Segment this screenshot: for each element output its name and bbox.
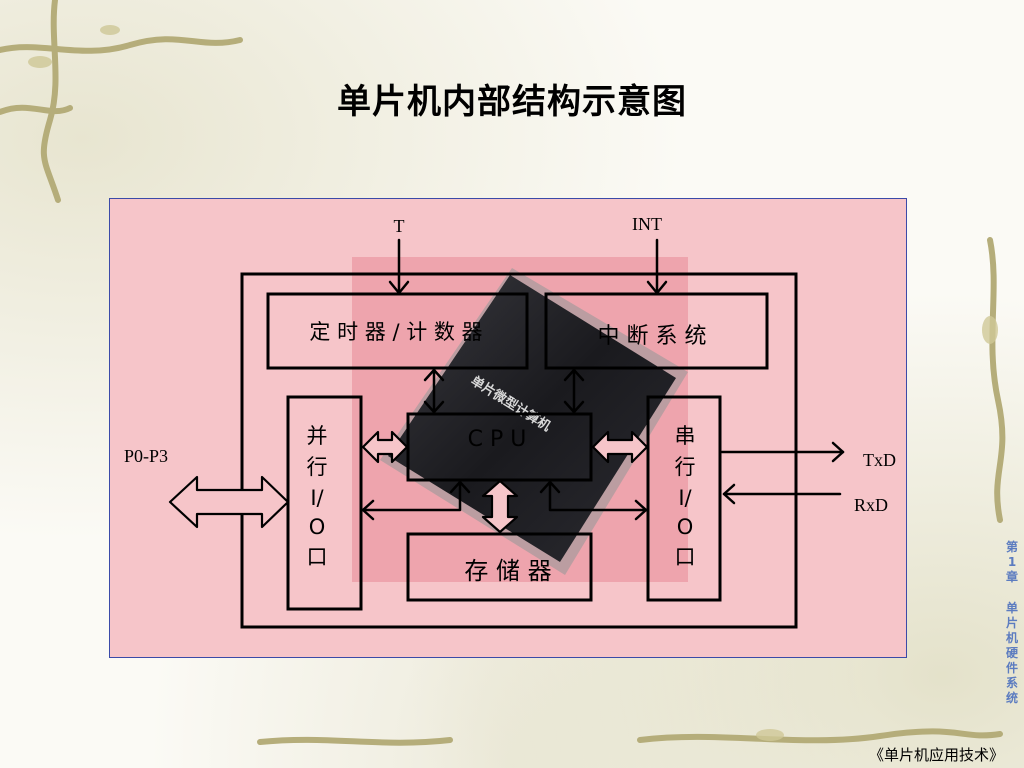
cpu-serial-double-arrow: [591, 430, 649, 464]
parallel-io-label: 并 行 I/ O 口: [307, 424, 328, 569]
int-input-label: INT: [632, 214, 662, 234]
book-title: 《单片机应用技术》: [868, 746, 1004, 764]
serial-bus-link: [548, 481, 648, 512]
svg-text:并: 并: [307, 424, 328, 448]
rxd-label: RxD: [854, 495, 888, 515]
slide-title: 单片机内部结构示意图: [337, 82, 687, 122]
p0-p3-label: P0-P3: [124, 446, 168, 466]
svg-text:口: 口: [675, 545, 696, 569]
timer-counter-label: 定 时 器 / 计 数 器: [309, 320, 482, 344]
chip-photo: 单片微型计算机: [352, 257, 688, 582]
cpu-memory-double-arrow: [481, 479, 519, 534]
serial-io-block: [646, 395, 722, 602]
chapter-label: 第 1 章 单 片 机 硬 件 系 统: [1005, 540, 1018, 705]
svg-text:I/: I/: [310, 486, 324, 510]
p0-p3-double-arrow: [168, 475, 290, 529]
memory-label: 存 储 器: [464, 557, 551, 585]
svg-text:行: 行: [307, 455, 328, 479]
svg-text:串: 串: [675, 424, 696, 448]
parallel-bus-link: [361, 481, 462, 512]
cpu-label: C P U: [468, 427, 527, 452]
interrupt-system-label: 中 断 系 统: [598, 324, 707, 349]
t-input-label: T: [394, 216, 405, 236]
svg-text:行: 行: [675, 455, 696, 479]
timer-counter-block: [266, 292, 529, 370]
svg-text:O: O: [309, 515, 326, 539]
svg-text:口: 口: [307, 545, 328, 569]
parallel-cpu-double-arrow: [361, 430, 409, 464]
txd-label: TxD: [863, 450, 896, 470]
svg-text:O: O: [677, 515, 694, 539]
serial-io-label: 串 行 I/ O 口: [675, 424, 696, 569]
chip-boundary: [240, 272, 798, 629]
svg-text:I/: I/: [678, 486, 692, 510]
memory-block: [406, 532, 593, 602]
